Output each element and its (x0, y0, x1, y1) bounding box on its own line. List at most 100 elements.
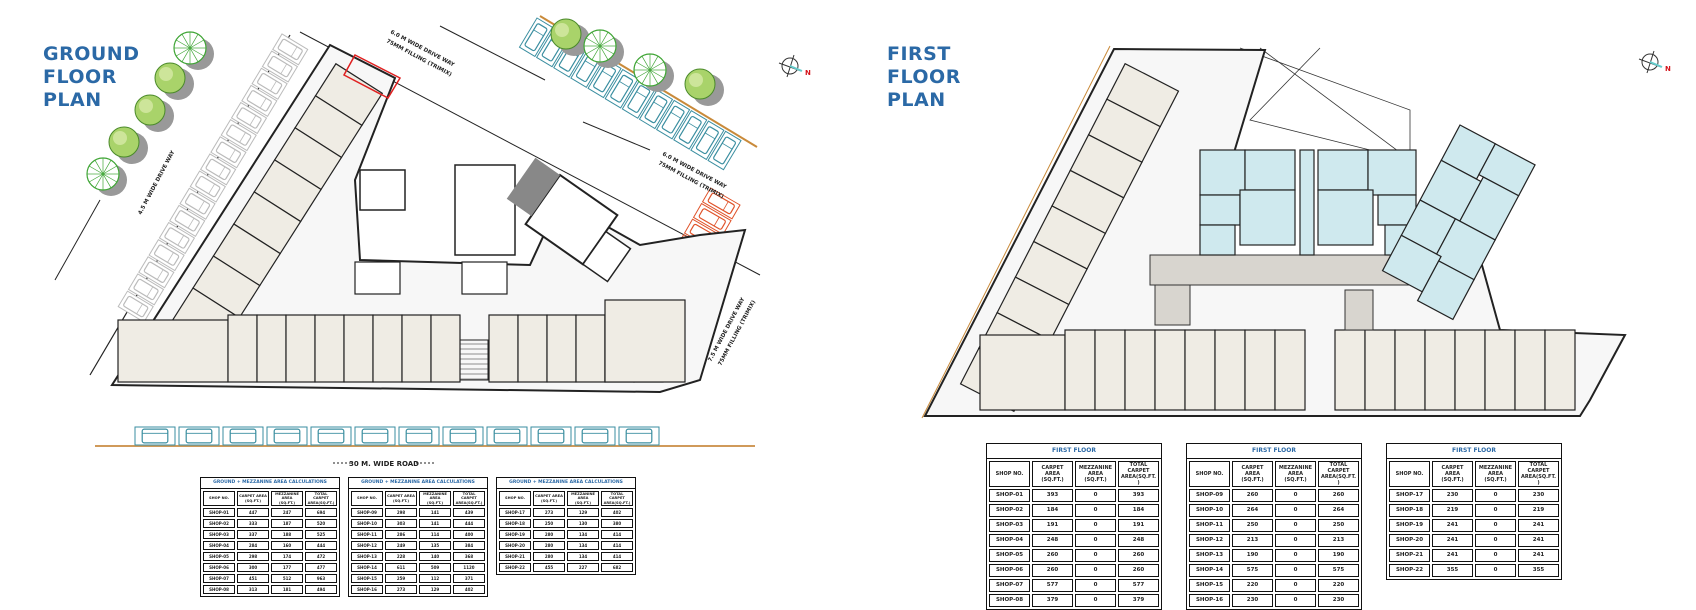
grey-parking-bay-car-icon (143, 261, 169, 283)
column-header: CARPET AREA (SQ.FT.) (1432, 461, 1473, 487)
red-marked-room (342, 54, 402, 99)
shop-unit (343, 314, 374, 383)
table-cell: 264 (1232, 504, 1273, 517)
table-cell: 227 (567, 563, 599, 572)
table-cell: 380 (601, 519, 633, 528)
column-header: TOTAL CARPET AREA(SQ.FT.) (1318, 461, 1359, 487)
shop-unit (1484, 329, 1516, 411)
tree-spoke (649, 69, 659, 85)
flat-room (1416, 260, 1475, 321)
blue-parking-bay-windshield (653, 101, 664, 109)
area-table: SHOP NO.CARPET AREA (SQ.FT.)MEZZANINE AR… (497, 489, 635, 574)
table-cell: 248 (1118, 534, 1159, 547)
grey-parking-bay-windshield (167, 252, 174, 263)
staircase-lines (460, 343, 488, 380)
tree-spoke (635, 69, 651, 79)
orange-parking-bay-car-icon (707, 192, 735, 215)
shop-unit (1544, 329, 1576, 411)
table-cell: 355 (1432, 564, 1473, 577)
tree-highlight (113, 131, 127, 145)
grey-parking-bay-windshield (187, 218, 195, 229)
blue-parking-bay-windshield (670, 111, 681, 119)
table-cell: 140 (419, 552, 451, 561)
table-cell: 447 (237, 508, 269, 517)
column-header: MEZZANINE AREA (SQ.FT.) (419, 491, 451, 506)
shop-unit (430, 314, 461, 383)
tree-spoke (88, 173, 104, 183)
table-cell: 333 (237, 519, 269, 528)
tree-highlight (139, 99, 153, 113)
column-header: CARPET AREA (SQ.FT.) (385, 491, 417, 506)
roadside-parking-bay-car-icon (493, 428, 521, 444)
table-cell: 114 (419, 530, 451, 539)
table-cell: SHOP-15 (351, 574, 383, 583)
table-header-row: SHOP NO.CARPET AREA (SQ.FT.)MEZZANINE AR… (989, 461, 1159, 487)
table-cell: 472 (305, 552, 337, 561)
table-caption: GROUND + MEZZANINE AREA CALCULATIONS (349, 478, 487, 489)
roadside-parking-bay (398, 426, 440, 446)
table-cell: 512 (271, 574, 303, 583)
table-cell: 682 (601, 563, 633, 572)
table-cell: 402 (453, 585, 485, 594)
grey-parking-bay-car-icon (215, 141, 242, 163)
table-cell: 260 (1318, 489, 1359, 502)
ground-area-table: GROUND + MEZZANINE AREA CALCULATIONS SHOP… (348, 477, 488, 597)
left-parking-row (117, 33, 309, 323)
roadside-parking-bay (442, 426, 484, 446)
grey-parking-bay-windshield (239, 132, 246, 143)
grey-parking-bay-windshield (290, 46, 298, 57)
grey-parking-bay-car-icon (195, 175, 221, 198)
table-cell: SHOP-09 (1189, 489, 1230, 502)
tree-spoke (175, 47, 191, 57)
shop-unit (1094, 329, 1126, 411)
table-cell: 241 (1432, 534, 1473, 547)
column-header: CARPET AREA (SQ.FT.) (1232, 461, 1273, 487)
table-caption: FIRST FLOOR (1387, 444, 1561, 459)
trees (86, 18, 724, 196)
table-cell: SHOP-12 (1189, 534, 1230, 547)
roadside-parking-bay (574, 426, 616, 446)
table-cell: SHOP-13 (1189, 549, 1230, 562)
blue-parking-bay-windshield (687, 122, 699, 129)
shop-unit (256, 314, 287, 383)
table-cell: 260 (1232, 489, 1273, 502)
column-header: SHOP NO. (1189, 461, 1230, 487)
tree-spoke (102, 173, 118, 183)
column-header: SHOP NO. (989, 461, 1030, 487)
ground-floor-footprint (110, 43, 747, 394)
tree-highlight (689, 73, 703, 87)
shop-unit (1424, 329, 1456, 411)
shop-unit (604, 299, 686, 383)
flat-room (1244, 149, 1296, 191)
blue-parking-bay-car-icon (610, 74, 634, 103)
roadside-parking-bay-car-icon (449, 428, 477, 444)
table-cell: 0 (1275, 504, 1316, 517)
grey-parking-bay-car-icon (174, 210, 200, 232)
table-cell: SHOP-11 (1189, 519, 1230, 532)
shop-unit (117, 319, 229, 383)
table-cell: 160 (271, 541, 303, 550)
flat-room (1239, 189, 1296, 246)
roadside-parking-bay-car-icon (405, 428, 433, 444)
roadside-parking-bay-car-icon (273, 428, 301, 444)
grey-parking-bay-car-icon (277, 38, 303, 61)
column-header: TOTAL CARPET AREA(SQ.FT.) (453, 491, 485, 506)
blue-parking-bay-windshield (533, 29, 544, 37)
table-cell: SHOP-06 (203, 563, 235, 572)
tree-spoke (181, 47, 191, 63)
table-cell: SHOP-19 (499, 530, 531, 539)
table-cell: 509 (419, 563, 451, 572)
ground-floor-plan: N 6.0 M WIDE DRIVE WAY 75MM FILLING (TRI… (54, 15, 811, 468)
table-cell: 0 (1275, 519, 1316, 532)
table-cell: 134 (567, 552, 599, 561)
